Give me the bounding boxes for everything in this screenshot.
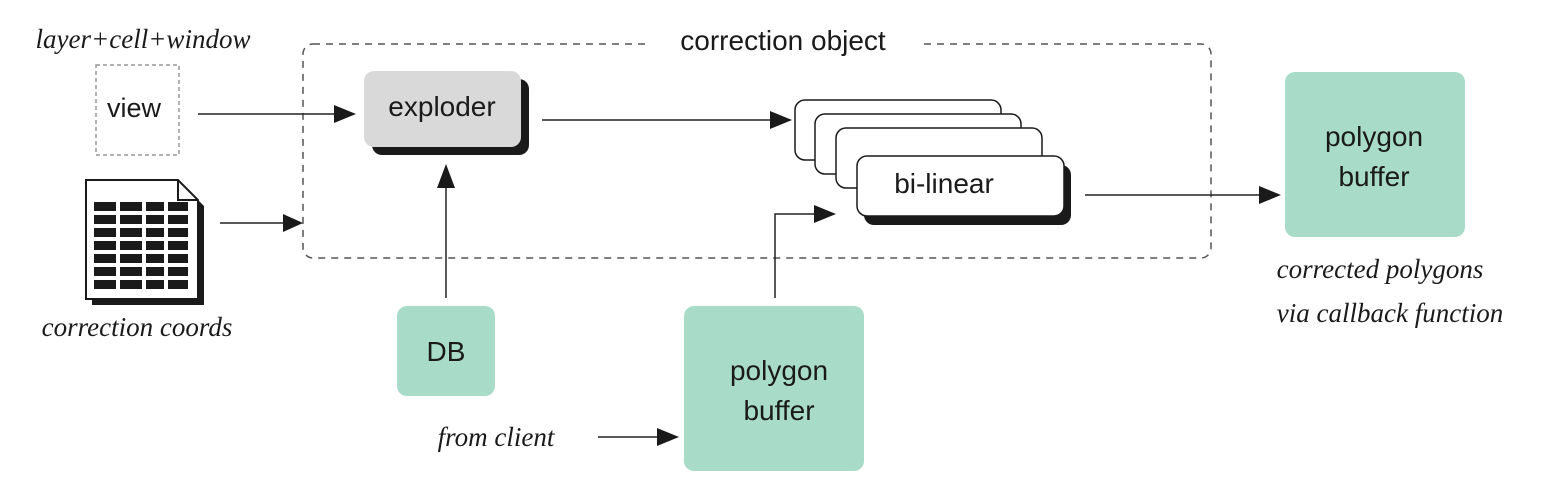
polygon-buffer-out-line2: buffer	[1338, 161, 1409, 192]
exploder-box	[364, 71, 521, 147]
polygon-buffer-out-line1: polygon	[1325, 121, 1423, 152]
title-gap	[645, 30, 920, 58]
bilinear-stack	[794, 99, 1071, 225]
spreadsheet-document-icon	[85, 179, 204, 305]
from-client-caption: from client	[438, 422, 556, 452]
arrowhead-buffer-in	[814, 205, 836, 223]
arrowhead-coords	[283, 214, 303, 232]
buffer-to-bilinear-arrow	[774, 213, 815, 298]
arrowhead-exploder-out	[770, 111, 792, 129]
correction-coords-caption: correction coords	[42, 312, 233, 342]
view-caption: layer+cell+window	[36, 24, 251, 54]
polygon-buffer-out-box	[1285, 72, 1465, 237]
polygon-buffer-in-line1: polygon	[730, 355, 828, 386]
db-label: DB	[427, 336, 466, 367]
callback-caption: via callback function	[1277, 298, 1503, 328]
corrected-polygons-caption: corrected polygons	[1277, 254, 1484, 284]
view-label: view	[107, 93, 162, 123]
exploder-label: exploder	[388, 91, 495, 122]
arrowhead-client	[657, 428, 679, 446]
polygon-buffer-in-line2: buffer	[743, 395, 814, 426]
arrowhead-view	[334, 105, 356, 123]
db-box	[397, 306, 495, 396]
arrowhead-output	[1259, 186, 1281, 204]
correction-object-title: correction object	[680, 25, 886, 56]
polygon-buffer-in-box	[684, 306, 864, 471]
bilinear-label: bi-linear	[894, 168, 994, 199]
arrowhead-db	[437, 164, 455, 188]
view-box	[95, 64, 180, 156]
